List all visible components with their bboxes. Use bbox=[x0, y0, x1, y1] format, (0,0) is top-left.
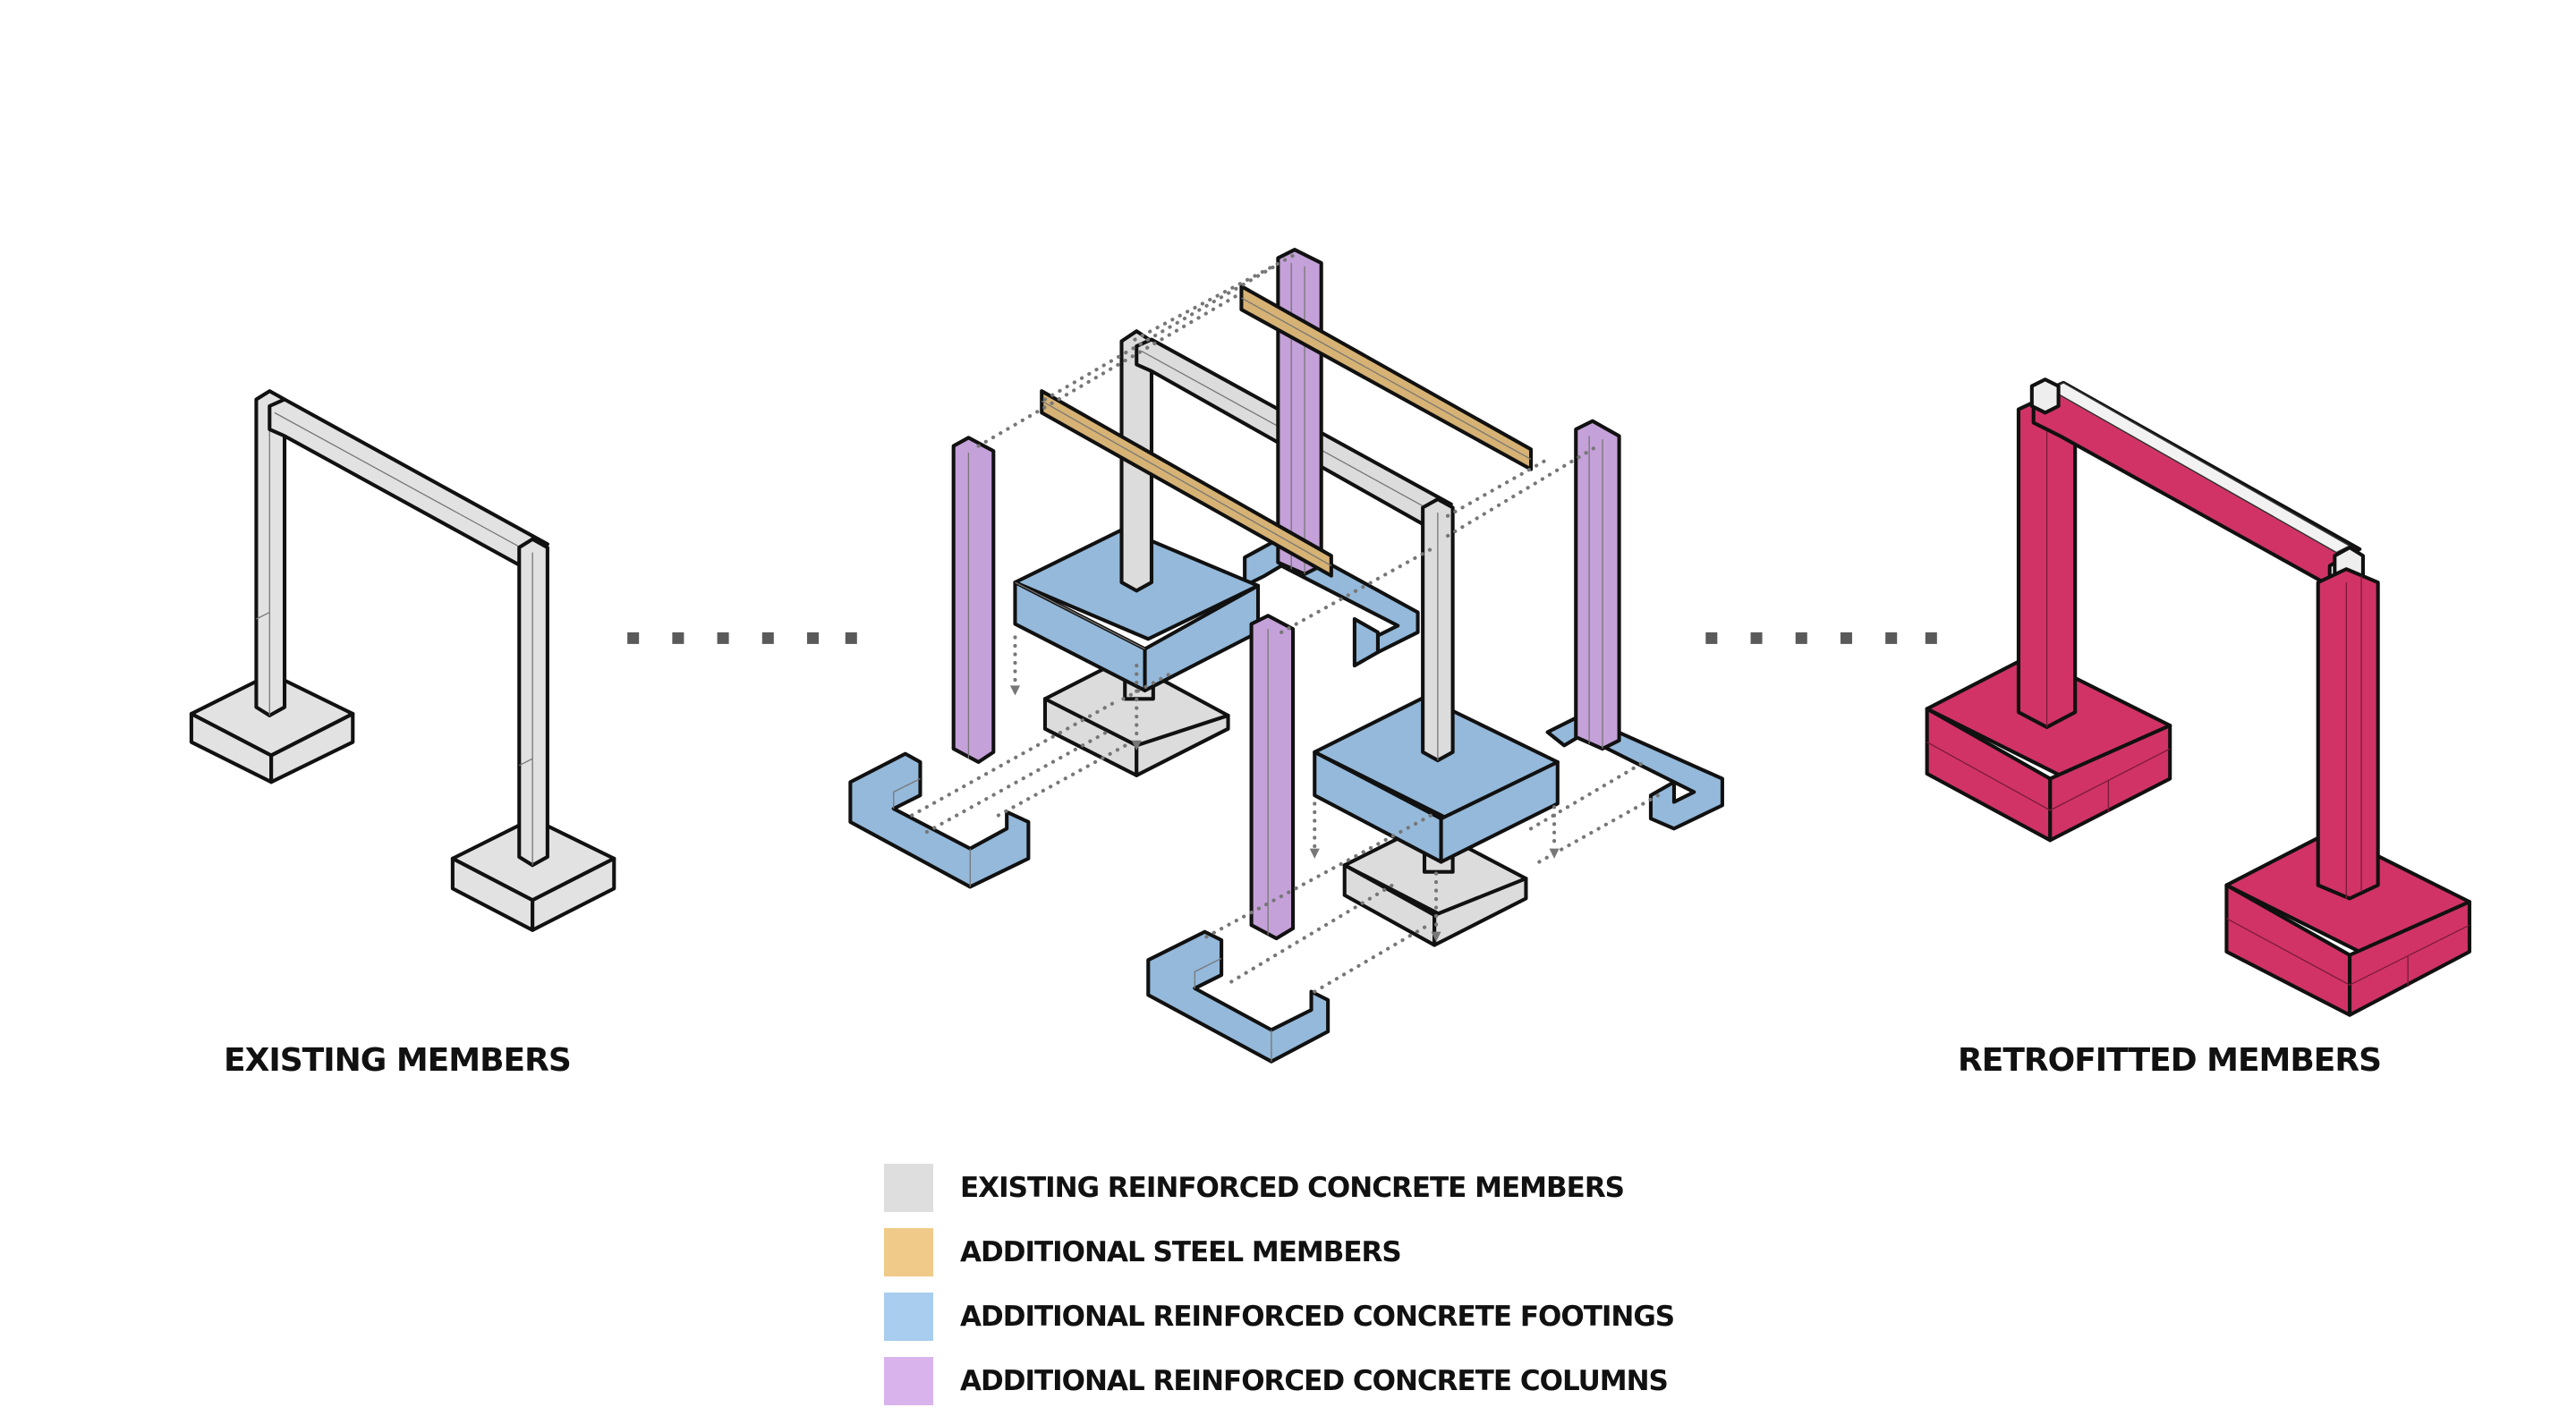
legend-swatch-columns bbox=[884, 1357, 933, 1405]
assembly-guides bbox=[910, 250, 1666, 994]
legend-item-existing: EXISTING REINFORCED CONCRETE MEMBERS bbox=[884, 1156, 1674, 1220]
retrofitted-frame bbox=[1925, 377, 2472, 1017]
existing-column-left bbox=[254, 389, 287, 717]
new-column-right bbox=[1574, 419, 1621, 751]
legend-swatch-footings bbox=[884, 1293, 933, 1341]
transition-dots-right bbox=[1705, 632, 1937, 644]
legend-swatch-steel bbox=[884, 1228, 933, 1276]
new-column-front bbox=[1249, 614, 1296, 941]
transition-dots-left bbox=[627, 632, 857, 644]
existing-frame bbox=[189, 389, 616, 932]
retrofitted-column-left bbox=[2016, 394, 2078, 729]
legend-item-footings: ADDITIONAL REINFORCED CONCRETE FOOTINGS bbox=[884, 1285, 1675, 1349]
new-footing-2 bbox=[1313, 695, 1560, 864]
footing-u-back-2 bbox=[1545, 713, 1724, 831]
legend-label: ADDITIONAL REINFORCED CONCRETE FOOTINGS bbox=[960, 1301, 1675, 1333]
existing-members-label: EXISTING MEMBERS bbox=[224, 1042, 572, 1079]
legend: EXISTING REINFORCED CONCRETE MEMBERS ADD… bbox=[884, 1156, 1675, 1413]
legend-item-steel: ADDITIONAL STEEL MEMBERS bbox=[884, 1220, 1674, 1285]
footing-u-front bbox=[1146, 929, 1331, 1064]
retrofitted-column-right bbox=[2316, 567, 2380, 901]
retrofitted-members-label: RETROFITTED MEMBERS bbox=[1958, 1042, 2382, 1079]
exploded-assembly bbox=[848, 248, 1724, 1064]
existing-column-right bbox=[517, 537, 549, 868]
legend-item-columns: ADDITIONAL REINFORCED CONCRETE COLUMNS bbox=[884, 1349, 1674, 1413]
legend-swatch-existing bbox=[884, 1164, 933, 1212]
footing-u-left bbox=[848, 751, 1031, 889]
legend-label: ADDITIONAL STEEL MEMBERS bbox=[960, 1236, 1402, 1268]
steel-member-back bbox=[1239, 284, 1534, 471]
legend-label: EXISTING REINFORCED CONCRETE MEMBERS bbox=[960, 1172, 1625, 1204]
steel-member-front bbox=[1040, 389, 1333, 578]
retrofitted-beam bbox=[2029, 377, 2365, 588]
new-column-left bbox=[951, 436, 996, 764]
legend-label: ADDITIONAL REINFORCED CONCRETE COLUMNS bbox=[960, 1365, 1669, 1397]
new-column-back bbox=[1276, 248, 1323, 576]
existing-beam bbox=[268, 397, 549, 576]
